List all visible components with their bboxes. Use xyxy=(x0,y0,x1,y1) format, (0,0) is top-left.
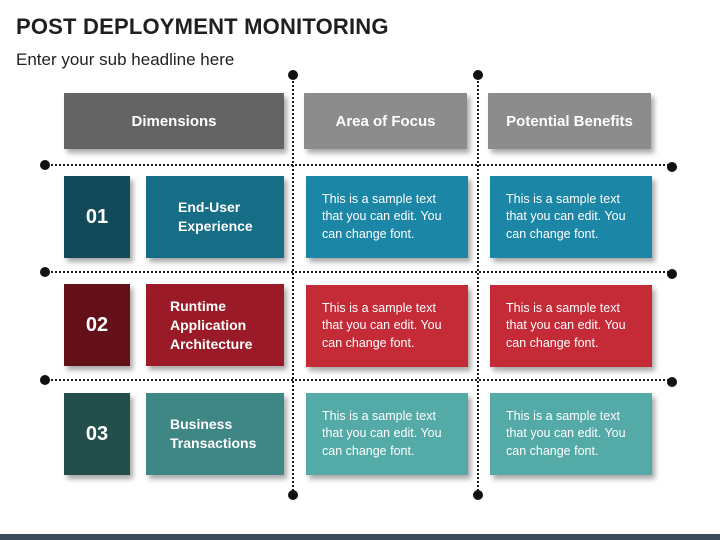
benefit-text-line: that you can edit. You xyxy=(506,426,626,441)
header-dimensions-label: Dimensions xyxy=(131,112,217,130)
separator-dot xyxy=(40,160,50,170)
benefit-text-line: that you can edit. You xyxy=(506,209,626,224)
focus-text-line: This is a sample text xyxy=(322,408,436,423)
dimension-line: Transactions xyxy=(170,435,257,451)
row-separator-1 xyxy=(44,164,672,166)
separator-dot xyxy=(473,70,483,80)
slide-subtitle: Enter your sub headline here xyxy=(16,50,235,69)
column-separator-1 xyxy=(292,74,294,494)
footer-bar xyxy=(0,534,720,540)
column-separator-2 xyxy=(477,74,479,494)
dimension-line: Experience xyxy=(178,218,253,234)
benefit-text-line: can change font. xyxy=(506,335,599,350)
row-number-label: 01 xyxy=(85,205,109,228)
dimension-line: Architecture xyxy=(170,335,253,352)
benefit-cell-2: This is a sample text that you can edit.… xyxy=(490,285,652,367)
benefit-text-line: that you can edit. You xyxy=(506,318,626,333)
focus-text-line: This is a sample text xyxy=(322,191,436,206)
benefit-cell-3: This is a sample text that you can edit.… xyxy=(490,393,652,475)
dimension-line: Business xyxy=(170,416,233,432)
separator-dot xyxy=(40,375,50,385)
slide-title: POST DEPLOYMENT MONITORING xyxy=(16,14,389,39)
separator-dot xyxy=(667,377,677,387)
separator-dot xyxy=(288,490,298,500)
row-separator-3 xyxy=(44,379,672,381)
focus-text-line: can change font. xyxy=(322,335,415,350)
benefit-text-line: can change font. xyxy=(506,443,599,458)
dimension-line: Runtime xyxy=(170,297,226,314)
benefit-text-line: This is a sample text xyxy=(506,408,620,423)
focus-text-line: can change font. xyxy=(322,443,415,458)
row-separator-2 xyxy=(44,271,672,273)
header-area-of-focus-label: Area of Focus xyxy=(335,112,436,130)
dimension-line: Application xyxy=(170,316,247,333)
header-area-of-focus: Area of Focus xyxy=(304,93,467,149)
dimension-cell-3: Business Transactions xyxy=(146,393,284,475)
row-number-02: 02 xyxy=(64,284,130,366)
row-number-01: 01 xyxy=(64,176,130,258)
separator-dot xyxy=(667,269,677,279)
focus-text-line: can change font. xyxy=(322,226,415,241)
row-number-03: 03 xyxy=(64,393,130,475)
dimension-cell-1: End-User Experience xyxy=(146,176,284,258)
separator-dot xyxy=(40,267,50,277)
focus-cell-3: This is a sample text that you can edit.… xyxy=(306,393,468,475)
focus-text-line: This is a sample text xyxy=(322,300,436,315)
separator-dot xyxy=(473,490,483,500)
header-potential-benefits-label: Potential Benefits xyxy=(506,112,633,130)
row-number-label: 03 xyxy=(85,422,109,445)
row-number-label: 02 xyxy=(85,313,109,336)
benefit-text-line: can change font. xyxy=(506,226,599,241)
focus-text-line: that you can edit. You xyxy=(322,426,442,441)
focus-cell-1: This is a sample text that you can edit.… xyxy=(306,176,468,258)
separator-dot xyxy=(288,70,298,80)
header-potential-benefits: Potential Benefits xyxy=(488,93,651,149)
header-dimensions: Dimensions xyxy=(64,93,284,149)
focus-text-line: that you can edit. You xyxy=(322,318,442,333)
separator-dot xyxy=(667,162,677,172)
dimension-line: End-User xyxy=(178,199,241,215)
benefit-cell-1: This is a sample text that you can edit.… xyxy=(490,176,652,258)
focus-cell-2: This is a sample text that you can edit.… xyxy=(306,285,468,367)
benefit-text-line: This is a sample text xyxy=(506,300,620,315)
focus-text-line: that you can edit. You xyxy=(322,209,442,224)
benefit-text-line: This is a sample text xyxy=(506,191,620,206)
dimension-cell-2: Runtime Application Architecture xyxy=(146,284,284,366)
